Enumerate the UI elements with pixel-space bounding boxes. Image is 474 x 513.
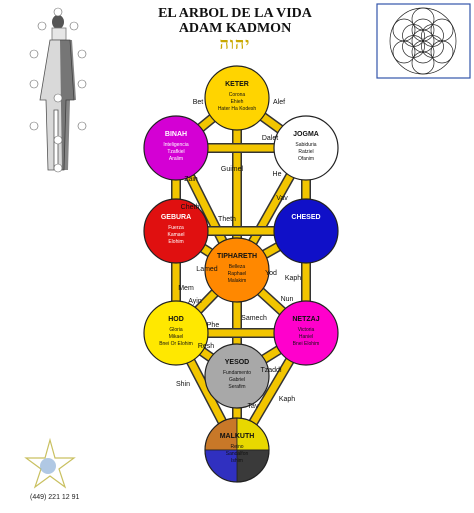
sephira-detail: Sabiduria bbox=[295, 142, 316, 148]
sephira-detail: Kamael bbox=[168, 232, 185, 238]
sephira-detail: Mikael bbox=[169, 334, 183, 340]
path-letter-resh: Resh bbox=[198, 343, 214, 350]
path-letter-guimel: Guimel bbox=[221, 166, 244, 173]
title-line-1: EL ARBOL DE LA VIDA bbox=[158, 6, 312, 21]
path-letter-mem: Mem bbox=[178, 285, 194, 292]
sephira-detail: Elohim bbox=[168, 239, 183, 245]
sephira-label: MALKUTH bbox=[220, 433, 255, 440]
sephira-label: YESOD bbox=[225, 359, 250, 366]
sephira-detail: Gabriel bbox=[229, 377, 245, 383]
path-letter-kaph2: Kaph bbox=[279, 396, 295, 403]
path-letter-he: He bbox=[273, 171, 282, 178]
sephira-detail: Bnei Elohim bbox=[293, 341, 320, 347]
sephira-detail: Haniel bbox=[299, 334, 313, 340]
path-letter-kaph1: Kaph bbox=[285, 275, 301, 282]
path-letter-cheth: Cheth bbox=[181, 204, 200, 211]
sephira-detail: Gloria bbox=[169, 327, 183, 333]
sephira-detail: Serafim bbox=[228, 384, 245, 390]
sephira-detail: Hater Ha Kodesh bbox=[218, 106, 257, 112]
sephira-label: KETER bbox=[225, 81, 249, 88]
sephira-detail: Ofanim bbox=[298, 156, 314, 162]
path-letter-tzaddi: Tzaddi bbox=[260, 367, 281, 374]
sephira-detail: Victoria bbox=[298, 327, 315, 333]
sephira-detail: Belleza bbox=[229, 264, 246, 270]
path-letter-vav: Vav bbox=[276, 195, 288, 202]
path-letter-ayin: Ayin bbox=[188, 298, 202, 305]
sephira-detail: Ehieh bbox=[231, 99, 244, 105]
sephira-detail: Fuerza bbox=[168, 225, 184, 231]
path-letter-bet: Bet bbox=[193, 99, 204, 106]
sephira-detail: Malakim bbox=[228, 278, 247, 284]
human-figure-icon bbox=[29, 7, 87, 173]
sephira-label: HOD bbox=[168, 316, 184, 323]
path-letter-tav: Tav bbox=[248, 403, 259, 410]
hebrew-title: יהוה bbox=[219, 36, 251, 53]
star-logo-icon bbox=[24, 437, 76, 489]
sephira-detail: Sandalfon bbox=[226, 451, 249, 457]
sephira-detail: Corona bbox=[229, 92, 246, 98]
path-letter-zain: Zain bbox=[184, 176, 198, 183]
path-letter-nun: Nun bbox=[281, 296, 294, 303]
flower-of-life-icon bbox=[376, 3, 471, 79]
sephira-label: NETZAJ bbox=[292, 316, 319, 323]
sephira-detail: Ratziel bbox=[298, 149, 313, 155]
sephira-label: TIPHARETH bbox=[217, 253, 257, 260]
path-letter-alef: Alef bbox=[273, 99, 285, 106]
sephira-detail: Fundamento bbox=[223, 370, 251, 376]
sephira-detail: Inteligencia bbox=[163, 142, 189, 148]
sephira-detail: Ishim bbox=[231, 458, 243, 464]
sephira-detail: Tzafkiel bbox=[167, 149, 184, 155]
path-letter-shin: Shin bbox=[176, 381, 190, 388]
path-letter-phe: Phe bbox=[207, 322, 220, 329]
path-letter-lamed: Lamed bbox=[196, 266, 218, 273]
path-letter-theth: Theth bbox=[218, 216, 236, 223]
sephira-label: CHESED bbox=[291, 214, 320, 221]
title-line-2: ADAM KADMON bbox=[178, 21, 292, 36]
path-letter-samech: Samech bbox=[241, 315, 267, 322]
path-letter-dalet: Dalet bbox=[262, 135, 278, 142]
path-letter-yod: Yod bbox=[265, 270, 277, 277]
sephira-detail: Aralim bbox=[169, 156, 183, 162]
sephira-detail: Bnei Or Elohim bbox=[159, 341, 193, 347]
sephira-detail: Raphael bbox=[228, 271, 247, 277]
sephira-label: GEBURA bbox=[161, 214, 191, 221]
sephira-label: JOGMA bbox=[293, 131, 319, 138]
sephira-detail: Reino bbox=[230, 444, 243, 450]
sephira-label: BINAH bbox=[165, 131, 187, 138]
phone-number: (449) 221 12 91 bbox=[30, 494, 80, 501]
sephira-chesed: CHESED bbox=[273, 198, 339, 264]
